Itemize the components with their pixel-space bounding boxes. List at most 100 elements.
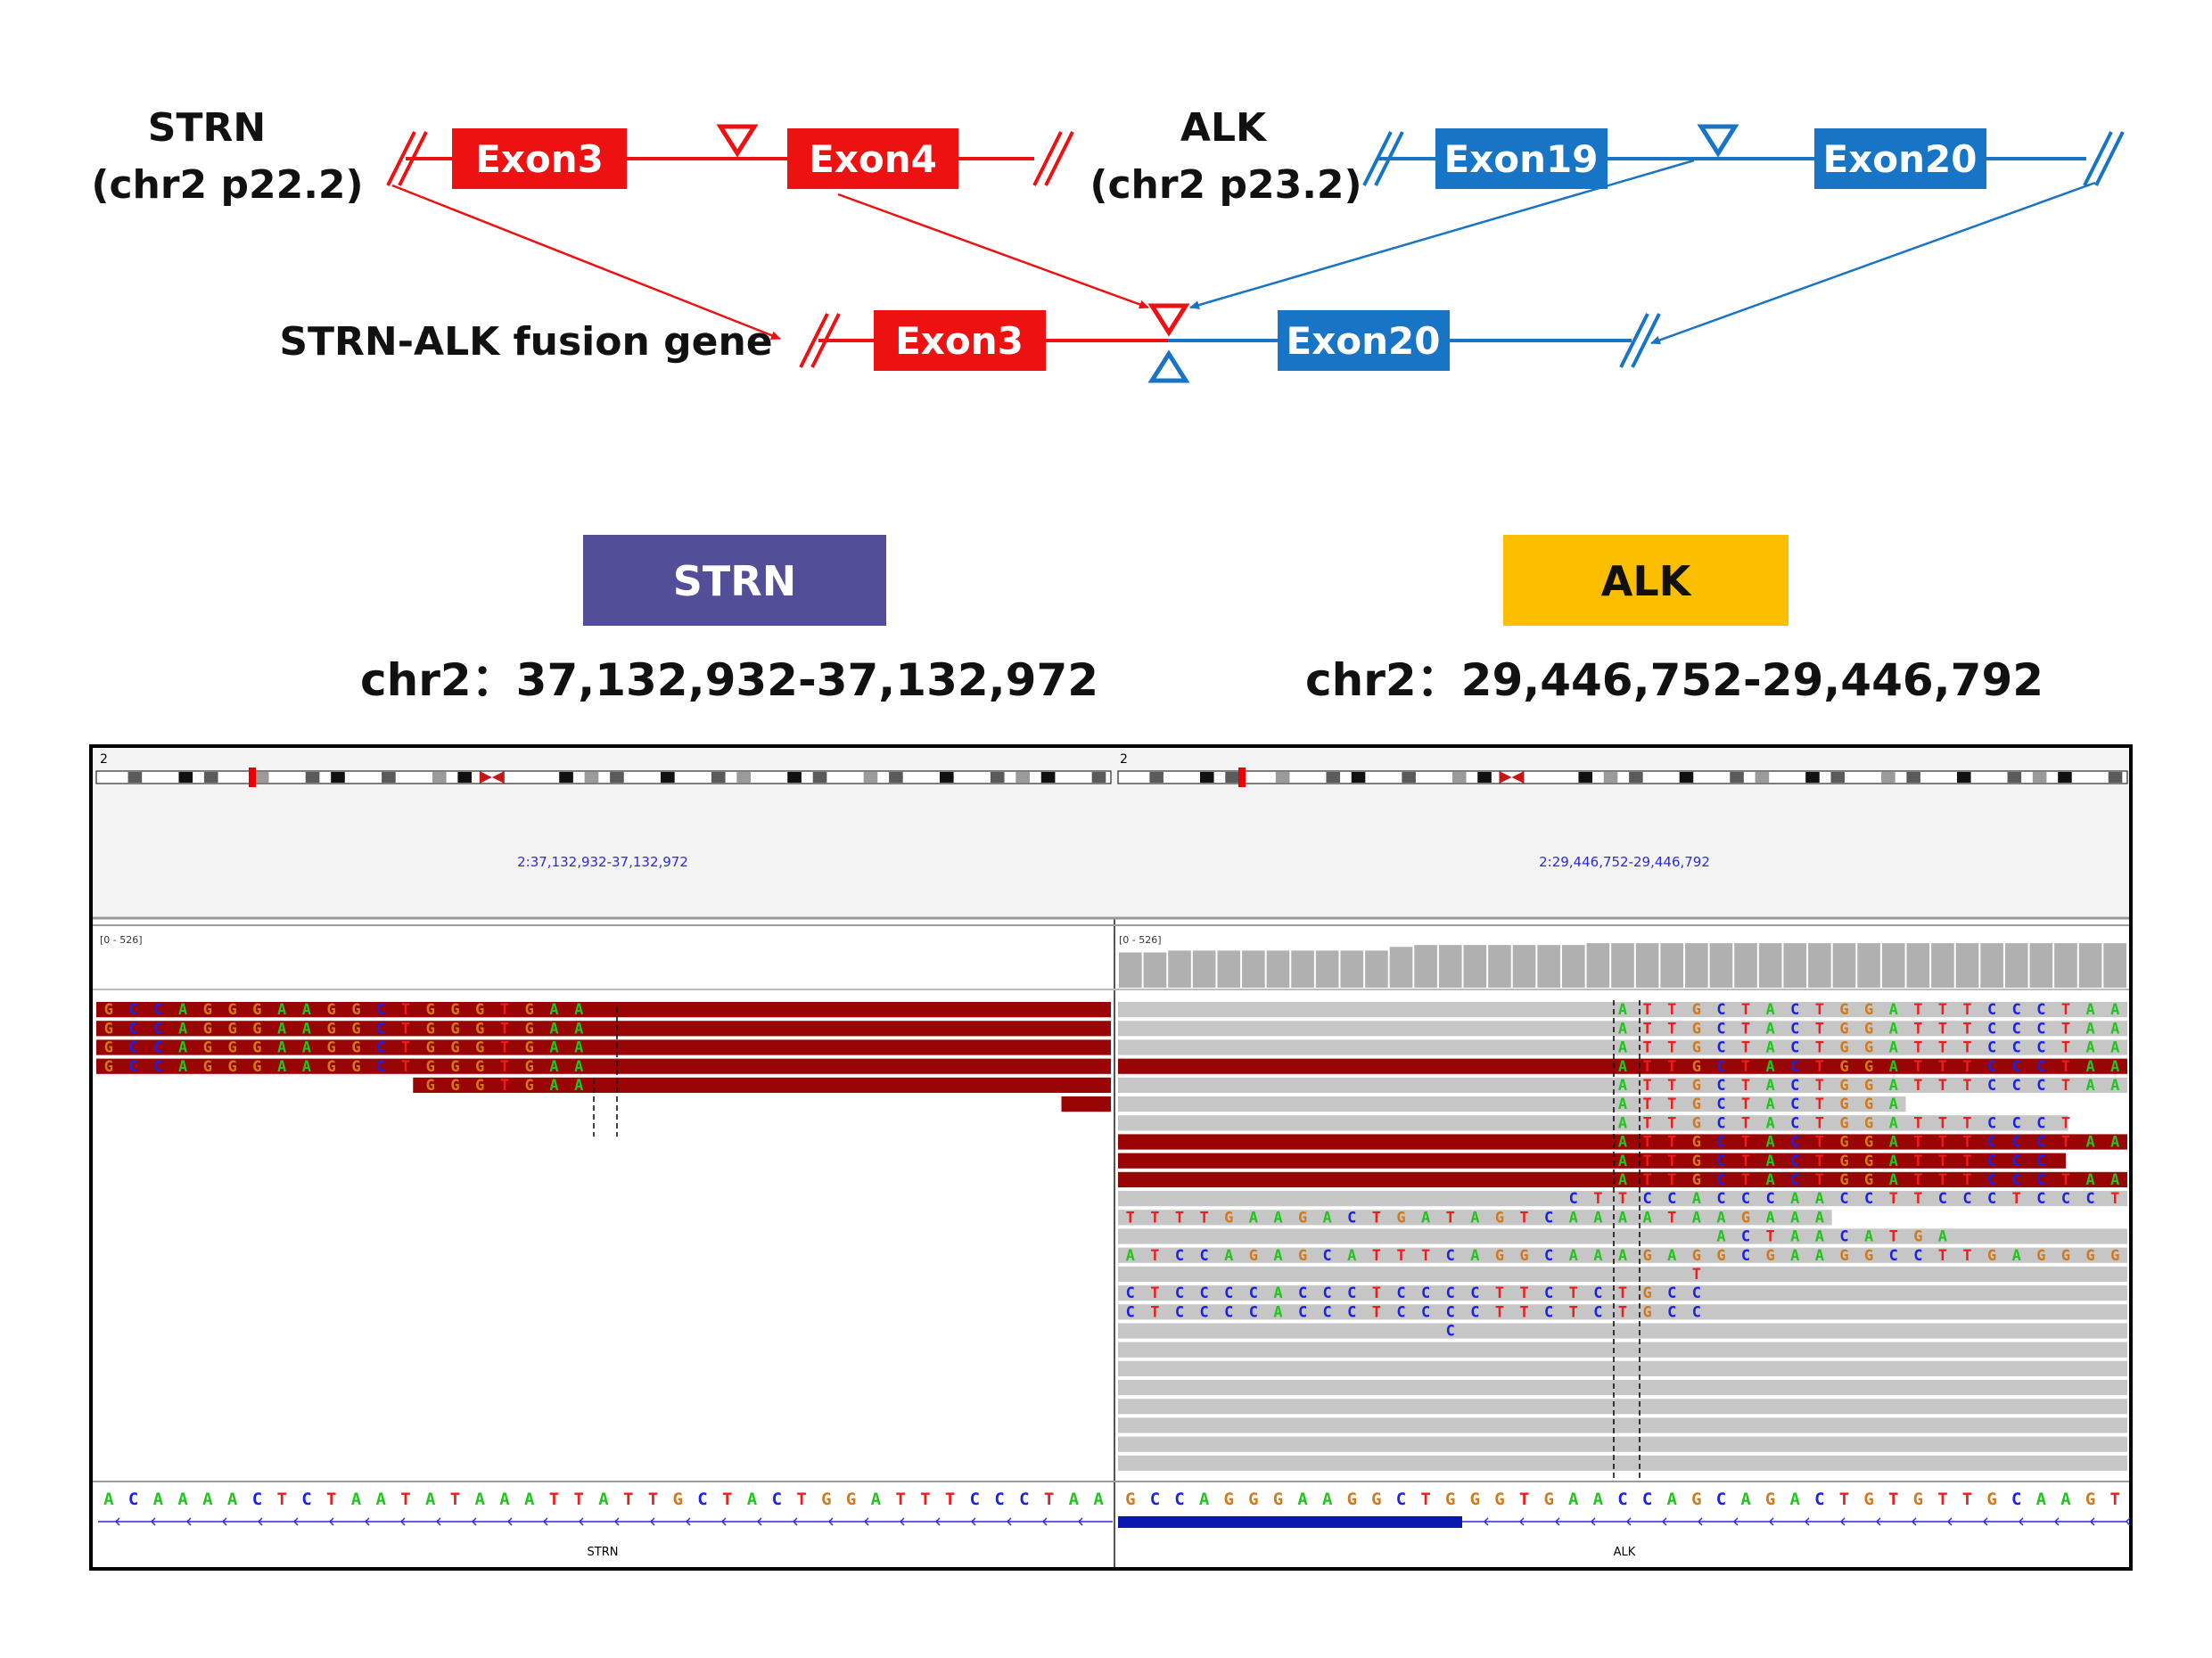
alk-coordinates: chr2：29,446,752-29,446,792 (1305, 654, 2043, 706)
read-base: A (1593, 1209, 1602, 1227)
read-base: G (1987, 1247, 1996, 1265)
igv-view: 2 2 2:37,132,932-37,132,972 2:29,446,752… (89, 744, 2133, 1571)
coverage-bar (1143, 952, 1167, 988)
alk-gene-track (1118, 1516, 2131, 1528)
coverage-bar (1168, 950, 1191, 988)
read-base: A (2085, 1001, 2094, 1019)
read-base: T (1889, 1190, 1898, 1208)
reference-base: C (1716, 1490, 1726, 1509)
read-base: G (104, 1039, 113, 1057)
read-base: T (1938, 1153, 1947, 1170)
strn-exon4-box (787, 128, 958, 189)
read-base: T (1741, 1134, 1750, 1152)
read-base: G (203, 1020, 212, 1038)
reference-base: T (920, 1490, 930, 1509)
read-base: G (252, 1039, 261, 1057)
read-base: G (1839, 1134, 1848, 1152)
read-base: C (1987, 1001, 1996, 1019)
read-base: C (376, 1039, 385, 1057)
read-base: T (1913, 1077, 1922, 1095)
read-base: C (1987, 1134, 1996, 1152)
read-base: C (2085, 1190, 2094, 1208)
reference-base: T (1839, 1490, 1849, 1509)
read-base: G (228, 1039, 237, 1057)
strand-chevron-icon (399, 1517, 406, 1526)
reference-base: G (1248, 1490, 1258, 1509)
strand-chevron-icon (578, 1517, 584, 1526)
alk-exon-block (1118, 1516, 1462, 1528)
read-base: C (1569, 1190, 1578, 1208)
read-base: C (2036, 1114, 2045, 1132)
reference-base: G (673, 1490, 683, 1509)
reference-base: T (623, 1490, 633, 1509)
strand-chevron-icon (2053, 1517, 2060, 1526)
read-base: C (1298, 1303, 1307, 1321)
reference-base: C (1617, 1490, 1627, 1509)
reference-base: T (1519, 1490, 1529, 1509)
read-base: T (1815, 1020, 1824, 1038)
read-base: G (1839, 1171, 1848, 1189)
read-base: G (1642, 1285, 1651, 1302)
read (1118, 1266, 2127, 1282)
read-base: C (153, 1020, 162, 1038)
read-base: C (1593, 1285, 1602, 1302)
read-base: C (129, 1001, 138, 1019)
read-base: A (1889, 1096, 1898, 1113)
read-base: T (1642, 1114, 1651, 1132)
read-base: C (1446, 1323, 1455, 1341)
read-base: T (1569, 1303, 1578, 1321)
read-base: G (203, 1058, 212, 1076)
reference-base: T (722, 1490, 732, 1509)
strand-chevron-icon (471, 1517, 477, 1526)
read-base: G (1864, 1153, 1873, 1170)
read-base: A (549, 1039, 558, 1057)
read-base: A (1618, 1114, 1627, 1132)
read-base: T (1938, 1171, 1947, 1189)
ideogram-band (127, 772, 143, 783)
read-base: C (2012, 1020, 2021, 1038)
ideogram-band (1351, 772, 1366, 783)
read-base: A (1790, 1247, 1799, 1265)
read-base: C (153, 1001, 162, 1019)
ideogram-band (787, 772, 802, 783)
read-base: T (1446, 1209, 1455, 1227)
coverage-bar (1438, 945, 1462, 988)
read-base: T (1519, 1303, 1528, 1321)
read-base: T (1938, 1001, 1947, 1019)
read-base: C (1790, 1058, 1799, 1076)
read-base: A (2085, 1020, 2094, 1038)
reference-base: G (1986, 1490, 1996, 1509)
read-base: C (1716, 1058, 1725, 1076)
read-base: A (1618, 1096, 1627, 1113)
read-base: A (574, 1077, 583, 1095)
read-base: T (1815, 1171, 1824, 1189)
coverage-bar (1242, 950, 1265, 988)
read (1118, 1191, 2127, 1207)
reference-base: C (2011, 1490, 2021, 1509)
read-base: G (1864, 1058, 1873, 1076)
read-base: G (351, 1058, 360, 1076)
reference-base: C (128, 1490, 138, 1509)
read-base: T (1962, 1077, 1971, 1095)
read-base: C (2036, 1001, 2045, 1019)
read-base: C (1962, 1190, 1971, 1208)
strn-header-box (583, 535, 886, 626)
read-base: A (277, 1039, 286, 1057)
read (96, 1002, 1111, 1018)
read-base: C (1175, 1303, 1184, 1321)
read (1118, 1323, 2127, 1339)
read-base: T (1913, 1114, 1922, 1132)
read-base: T (1372, 1285, 1381, 1302)
read-base: G (475, 1039, 484, 1057)
read-base: T (1741, 1058, 1750, 1076)
read-base: C (153, 1058, 162, 1076)
read-base: A (302, 1058, 311, 1076)
reference-base: G (1691, 1490, 1701, 1509)
reference-base: T (326, 1490, 336, 1509)
read-base: C (1224, 1303, 1233, 1321)
read-base: C (1889, 1247, 1898, 1265)
reference-base: A (227, 1490, 238, 1509)
read-base: G (1839, 1153, 1848, 1170)
read-base: T (1692, 1266, 1701, 1284)
